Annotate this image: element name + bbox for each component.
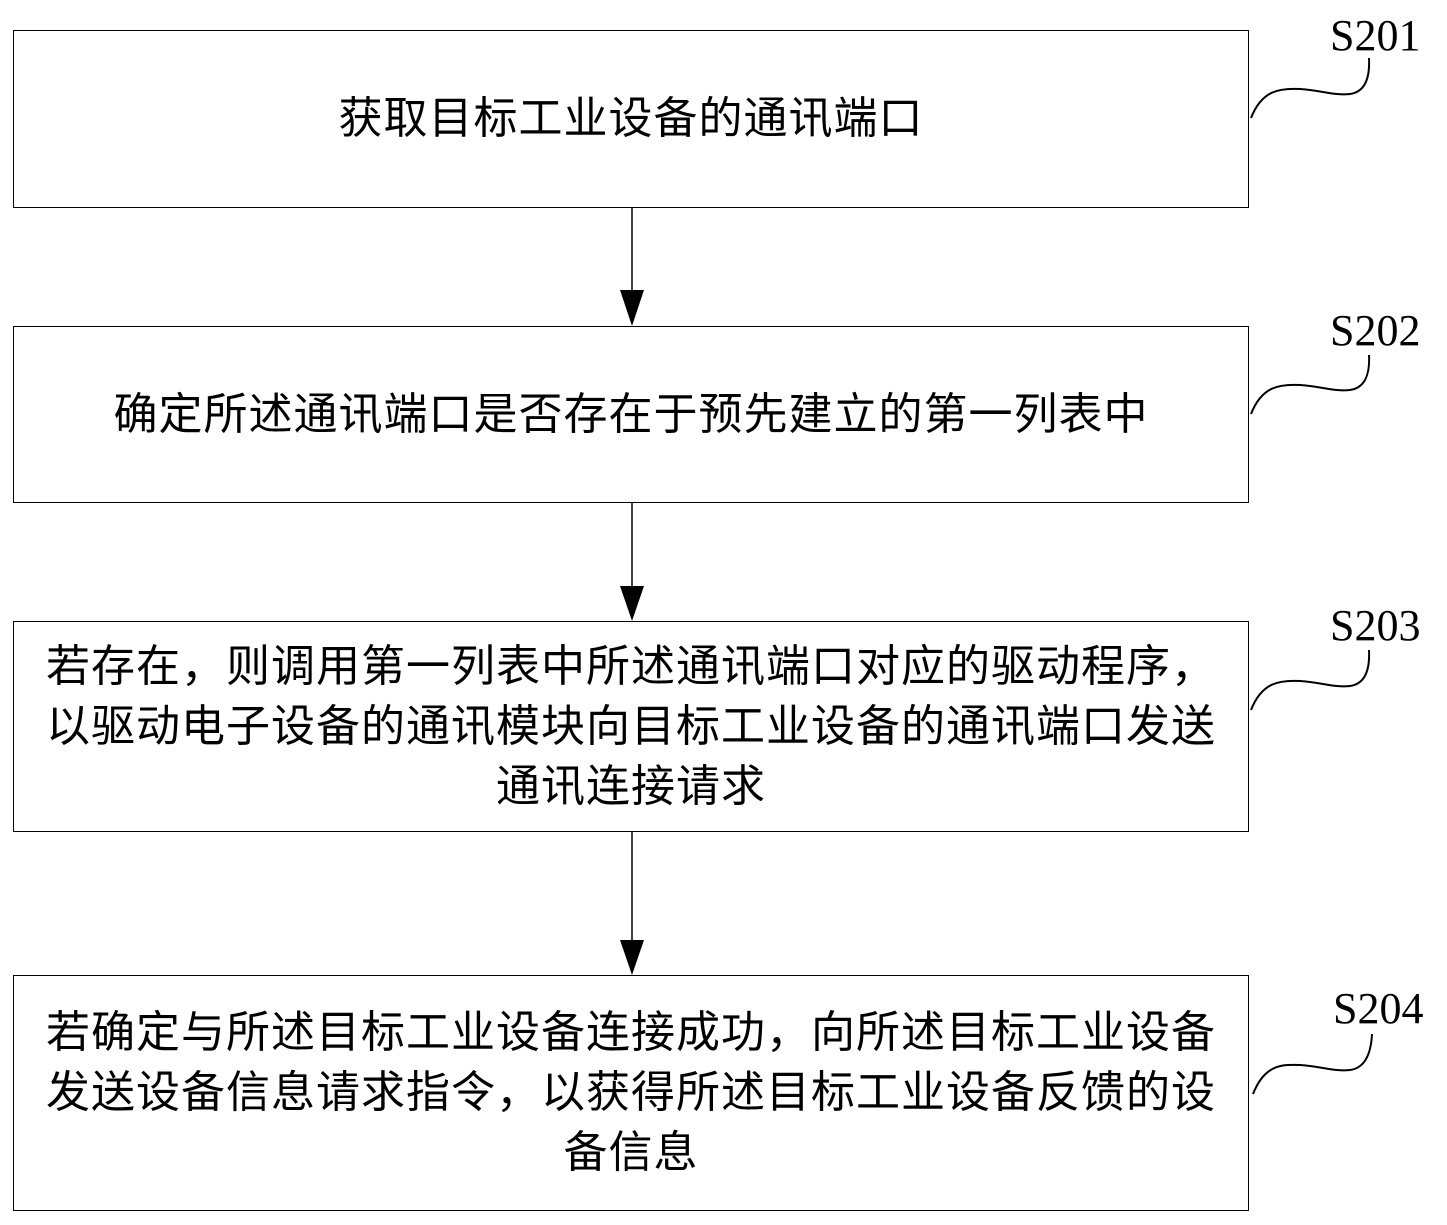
step-box-s202: 确定所述通讯端口是否存在于预先建立的第一列表中 xyxy=(13,326,1249,503)
step-text-s202: 确定所述通讯端口是否存在于预先建立的第一列表中 xyxy=(113,388,1149,440)
step-box-s204: 若确定与所述目标工业设备连接成功，向所述目标工业设备发送设备信息请求指令，以获得… xyxy=(13,975,1249,1211)
arrow-s201-s202 xyxy=(620,208,644,326)
step-text-s203: 若存在，则调用第一列表中所述通讯端口对应的驱动程序，以驱动电子设备的通讯模块向目… xyxy=(46,640,1216,812)
step-label-s203: S203 xyxy=(1330,601,1421,650)
step-text-s201: 获取目标工业设备的通讯端口 xyxy=(338,93,924,144)
step-label-s202: S202 xyxy=(1330,306,1421,355)
step-box-s201: 获取目标工业设备的通讯端口 xyxy=(13,30,1249,208)
leader-curve-s201 xyxy=(1250,57,1371,119)
arrow-s203-s204 xyxy=(620,832,644,975)
leader-curve-s203 xyxy=(1250,649,1371,711)
leader-curve-s202 xyxy=(1250,354,1371,415)
arrow-s202-s203 xyxy=(620,503,644,621)
step-label-s201: S201 xyxy=(1330,11,1421,60)
step-text-s204: 若确定与所述目标工业设备连接成功，向所述目标工业设备发送设备信息请求指令，以获得… xyxy=(46,1007,1216,1178)
step-label-s204: S204 xyxy=(1333,984,1424,1033)
leader-curve-s204 xyxy=(1252,1033,1373,1095)
step-box-s203: 若存在，则调用第一列表中所述通讯端口对应的驱动程序，以驱动电子设备的通讯模块向目… xyxy=(13,621,1249,832)
